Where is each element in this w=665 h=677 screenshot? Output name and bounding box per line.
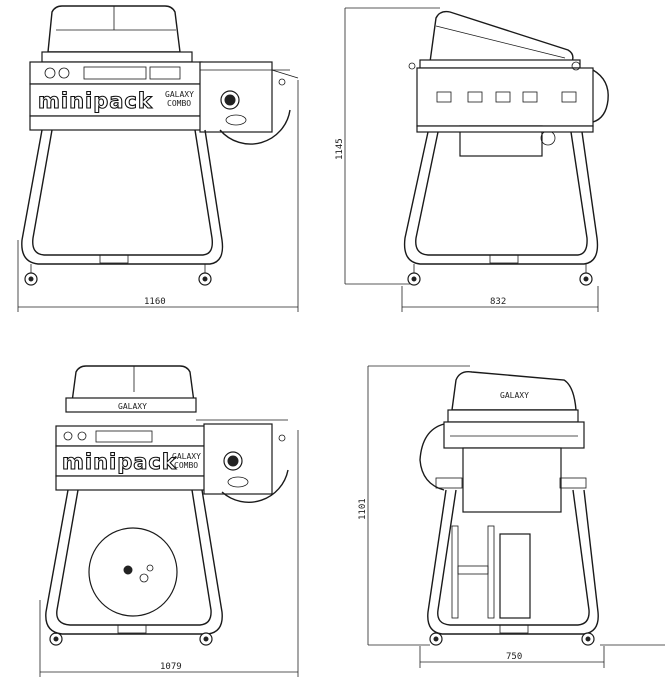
model-badge-front-bottom: GALAXY: [172, 452, 201, 461]
brand-logo-front-top: minipack: [38, 89, 153, 113]
model-badge-sub-front-bottom: COMBO: [174, 461, 198, 470]
lid-label-side-bottom: GALAXY: [500, 391, 529, 400]
brand-logo-front-bottom: minipack: [62, 450, 177, 474]
model-badge-front-top: GALAXY: [165, 90, 194, 99]
dimension-width-front-top: 1160: [144, 297, 166, 307]
dimension-depth-side-top: 832: [490, 297, 506, 307]
front-view-top: minipack GALAXY COMBO 1160: [17, 5, 299, 312]
dimension-depth-side-bottom: 750: [506, 652, 522, 662]
dimension-height-side-bottom: 1101: [358, 498, 368, 520]
dimension-width-front-bottom: 1079: [160, 662, 182, 672]
lid-label-front-bottom: GALAXY: [118, 402, 147, 411]
side-view-top: 1145 832: [335, 7, 609, 312]
model-badge-sub-front-top: COMBO: [167, 99, 191, 108]
dimension-height-side-top: 1145: [335, 138, 345, 160]
front-view-bottom: GALAXY minipack GALAXY COMBO 1079: [39, 365, 299, 677]
side-view-bottom: GALAXY 1101 750: [358, 365, 665, 668]
